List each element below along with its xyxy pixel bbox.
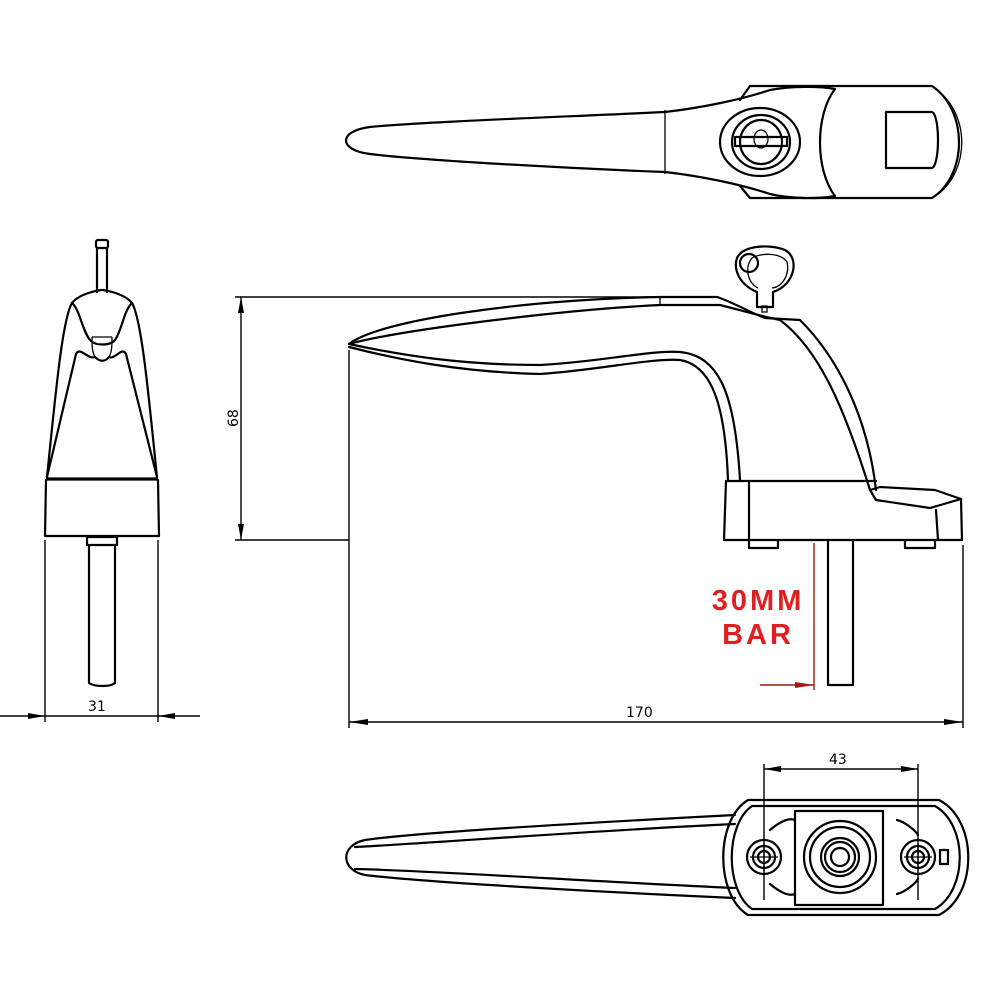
side-elevation: 68 170 xyxy=(226,245,964,728)
dimension-end-width: 31 xyxy=(88,699,106,715)
bar-length-note: 30MM BAR xyxy=(706,584,810,652)
top-view xyxy=(344,84,963,200)
bar-length-note-line1: 30MM xyxy=(711,585,805,617)
dimension-height: 68 xyxy=(226,409,242,427)
end-view: 31 xyxy=(0,238,200,722)
bar-length-note-line2: BAR xyxy=(722,619,794,651)
dimension-overall-length: 170 xyxy=(626,705,653,721)
dimension-fixing-centres: 43 xyxy=(829,752,847,768)
bottom-view: 43 xyxy=(345,752,970,917)
